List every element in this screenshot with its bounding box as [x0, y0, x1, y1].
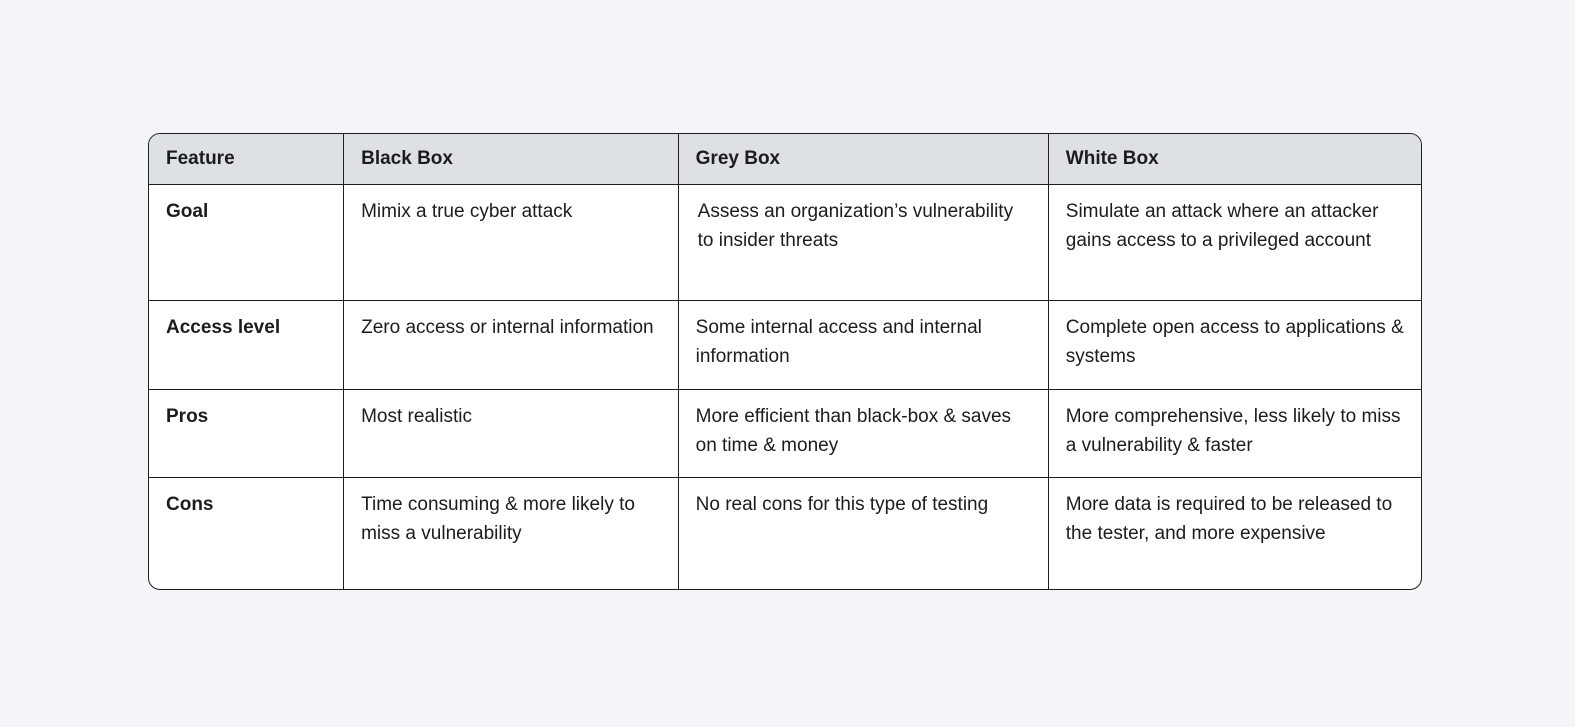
cell-goal-grey-box: Assess an organization’s vulnerability t…: [677, 183, 1049, 301]
table-row-pros: Pros Most realistic More efficient than …: [149, 388, 1421, 478]
row-label-pros: Pros: [149, 388, 345, 478]
cell-access-white-box: Complete open access to applications & s…: [1047, 299, 1421, 390]
pentest-comparison-table: Feature Black Box Grey Box White Box Goa…: [149, 134, 1421, 589]
table-row-access-level: Access level Zero access or internal inf…: [149, 299, 1421, 390]
column-header-black-box: Black Box: [343, 134, 679, 185]
cell-pros-grey-box: More efficient than black-box & saves on…: [677, 388, 1049, 478]
column-header-white-box: White Box: [1047, 134, 1421, 185]
cell-cons-black-box: Time consuming & more likely to miss a v…: [343, 476, 679, 589]
cell-goal-black-box: Mimix a true cyber attack: [343, 183, 679, 301]
cell-cons-grey-box: No real cons for this type of testing: [677, 476, 1049, 589]
cell-cons-white-box: More data is required to be released to …: [1047, 476, 1421, 589]
table-row-cons: Cons Time consuming & more likely to mis…: [149, 476, 1421, 589]
row-label-cons: Cons: [149, 476, 345, 589]
table-row-goal: Goal Mimix a true cyber attack Assess an…: [149, 183, 1421, 301]
cell-pros-white-box: More comprehensive, less likely to miss …: [1047, 388, 1421, 478]
row-label-access-level: Access level: [149, 299, 345, 390]
cell-access-black-box: Zero access or internal information: [343, 299, 679, 390]
table-header-row: Feature Black Box Grey Box White Box: [149, 134, 1421, 185]
row-label-goal: Goal: [149, 183, 345, 301]
column-header-feature: Feature: [149, 134, 345, 185]
cell-pros-black-box: Most realistic: [343, 388, 679, 478]
comparison-table-container: Feature Black Box Grey Box White Box Goa…: [148, 133, 1422, 590]
cell-access-grey-box: Some internal access and internal inform…: [677, 299, 1049, 390]
cell-goal-white-box: Simulate an attack where an attacker gai…: [1047, 183, 1421, 301]
column-header-grey-box: Grey Box: [677, 134, 1049, 185]
